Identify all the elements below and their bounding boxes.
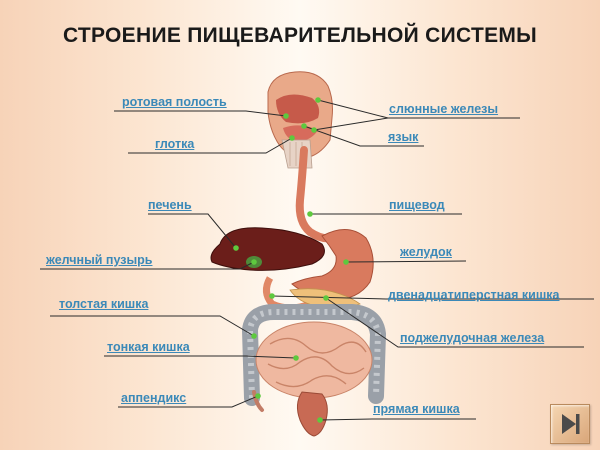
label-tongue: язык bbox=[388, 130, 419, 144]
pointer-small-intestine bbox=[293, 355, 299, 361]
label-rectum: прямая кишка bbox=[373, 402, 460, 416]
pointer-pharynx bbox=[289, 135, 295, 141]
next-slide-button[interactable] bbox=[550, 404, 590, 444]
label-oral-cavity: ротовая полость bbox=[122, 95, 227, 109]
liver-shape bbox=[210, 227, 325, 271]
pointer-salivary-1 bbox=[315, 97, 321, 103]
pointer-esophagus bbox=[307, 211, 313, 217]
leader-pharynx bbox=[128, 137, 293, 154]
pointer-gallbladder bbox=[251, 259, 257, 265]
appendix-shape bbox=[252, 390, 264, 412]
page-title: СТРОЕНИЕ ПИЩЕВАРИТЕЛЬНОЙ СИСТЕМЫ bbox=[62, 24, 538, 47]
leader-stomach bbox=[345, 260, 467, 263]
label-large-intestine: толстая кишка bbox=[59, 297, 149, 311]
pointer-appendix bbox=[255, 393, 261, 399]
label-esophagus: пищевод bbox=[389, 198, 445, 212]
rectum-shape bbox=[296, 391, 328, 437]
pointer-large-intestine bbox=[251, 333, 257, 339]
label-salivary-glands: слюнные железы bbox=[389, 102, 499, 116]
label-gallbladder: желчный пузырь bbox=[46, 253, 153, 267]
leader-duodenum bbox=[271, 295, 594, 300]
label-stomach: желудок bbox=[400, 245, 452, 259]
pointer-stomach bbox=[343, 259, 349, 265]
leader-salivary-2 bbox=[313, 117, 389, 131]
small-intestine-shape bbox=[255, 321, 373, 399]
pointer-pancreas bbox=[323, 295, 329, 301]
pointer-tongue bbox=[301, 123, 307, 129]
label-pancreas: поджелудочная железа bbox=[400, 331, 545, 345]
leader-liver bbox=[148, 213, 237, 249]
leader-pancreas bbox=[325, 297, 584, 348]
leader-appendix bbox=[118, 395, 259, 408]
label-small-intestine: тонкая кишка bbox=[107, 340, 190, 354]
leader-rectum bbox=[319, 418, 476, 421]
esophagus-tube bbox=[295, 146, 336, 243]
pointer-oral-cavity bbox=[283, 113, 289, 119]
label-liver: печень bbox=[148, 198, 192, 212]
play-end-icon bbox=[562, 414, 580, 434]
leader-tongue bbox=[303, 125, 424, 147]
pointer-salivary-2 bbox=[311, 127, 317, 133]
leader-gallbladder bbox=[40, 261, 255, 270]
pointer-duodenum bbox=[269, 293, 275, 299]
leader-oral-cavity bbox=[114, 110, 287, 117]
label-pharynx: глотка bbox=[155, 137, 195, 151]
pointer-rectum bbox=[317, 417, 323, 423]
leader-large-intestine bbox=[50, 315, 255, 337]
pointer-liver bbox=[233, 245, 239, 251]
label-appendix: аппендикс bbox=[121, 391, 187, 405]
leader-small-intestine bbox=[104, 355, 297, 359]
label-duodenum: двенадцатиперстная кишка bbox=[388, 288, 560, 302]
